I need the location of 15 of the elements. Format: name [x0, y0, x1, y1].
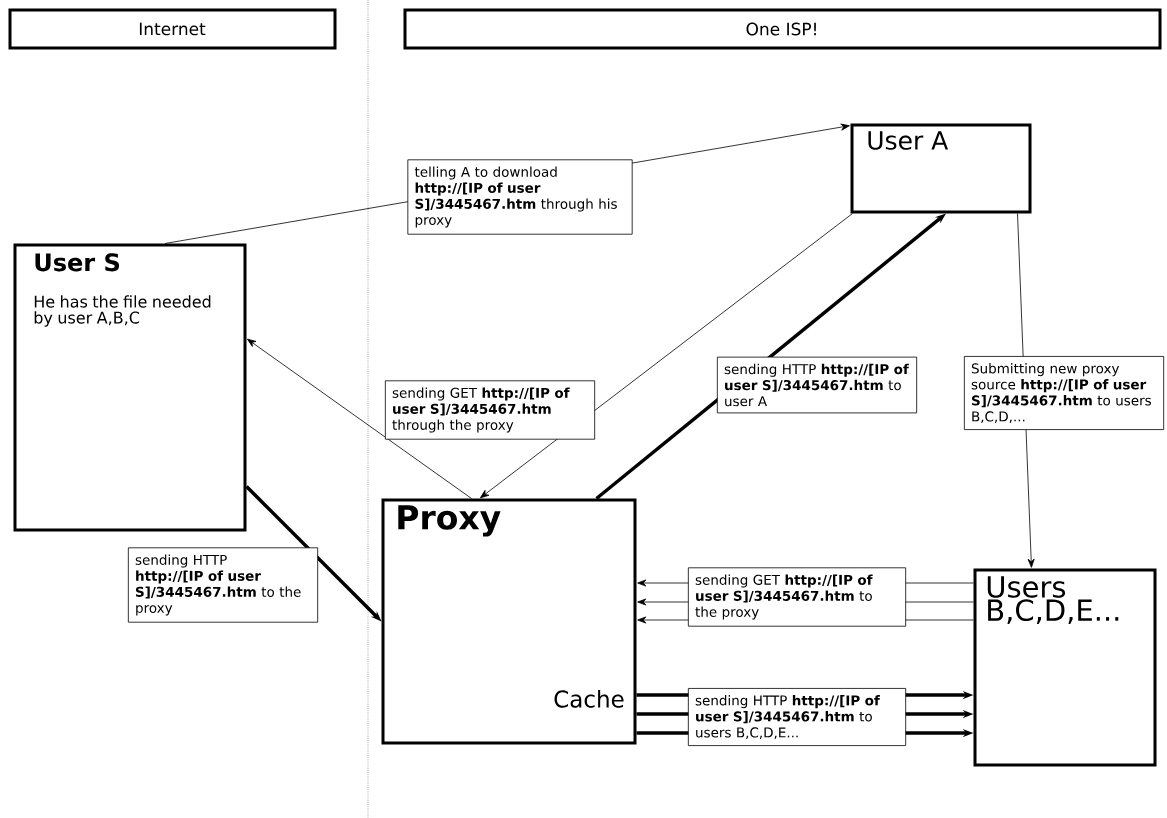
- header-band: One ISP!: [403, 8, 1162, 50]
- users-box: Users B,C,D,E...: [973, 568, 1157, 767]
- edge-label: sending GET http://[IP of user S]/3445467.htm to the proxy: [687, 567, 907, 627]
- user-box: User S He has the file needed by user A,B,C: [13, 243, 247, 532]
- user-box: User A: [850, 123, 1032, 214]
- edge-label: sending HTTP http://[IP of user S]/3445467.htm to the proxy: [127, 547, 319, 623]
- header-band: Internet: [8, 8, 337, 50]
- edge-label: Submitting new proxy source http://[IP of user S]/3445467.htm to users B,C,D,...: [963, 356, 1165, 430]
- arrow: [480, 213, 853, 499]
- edge-label: sending HTTP http://[IP of user S]/3445467.htm to user A: [716, 356, 918, 414]
- edge-label: telling A to download http://[IP of user S]/3445467.htm through his proxy: [407, 159, 633, 235]
- proxy-box: Proxy Cache: [381, 498, 637, 745]
- edge-label: sending HTTP http://[IP of user S]/3445467.htm to users B,C,D,E...: [687, 688, 907, 746]
- edge-label: sending GET http://[IP of user S]/3445467.htm through the proxy: [384, 380, 596, 440]
- arrow: [247, 338, 472, 499]
